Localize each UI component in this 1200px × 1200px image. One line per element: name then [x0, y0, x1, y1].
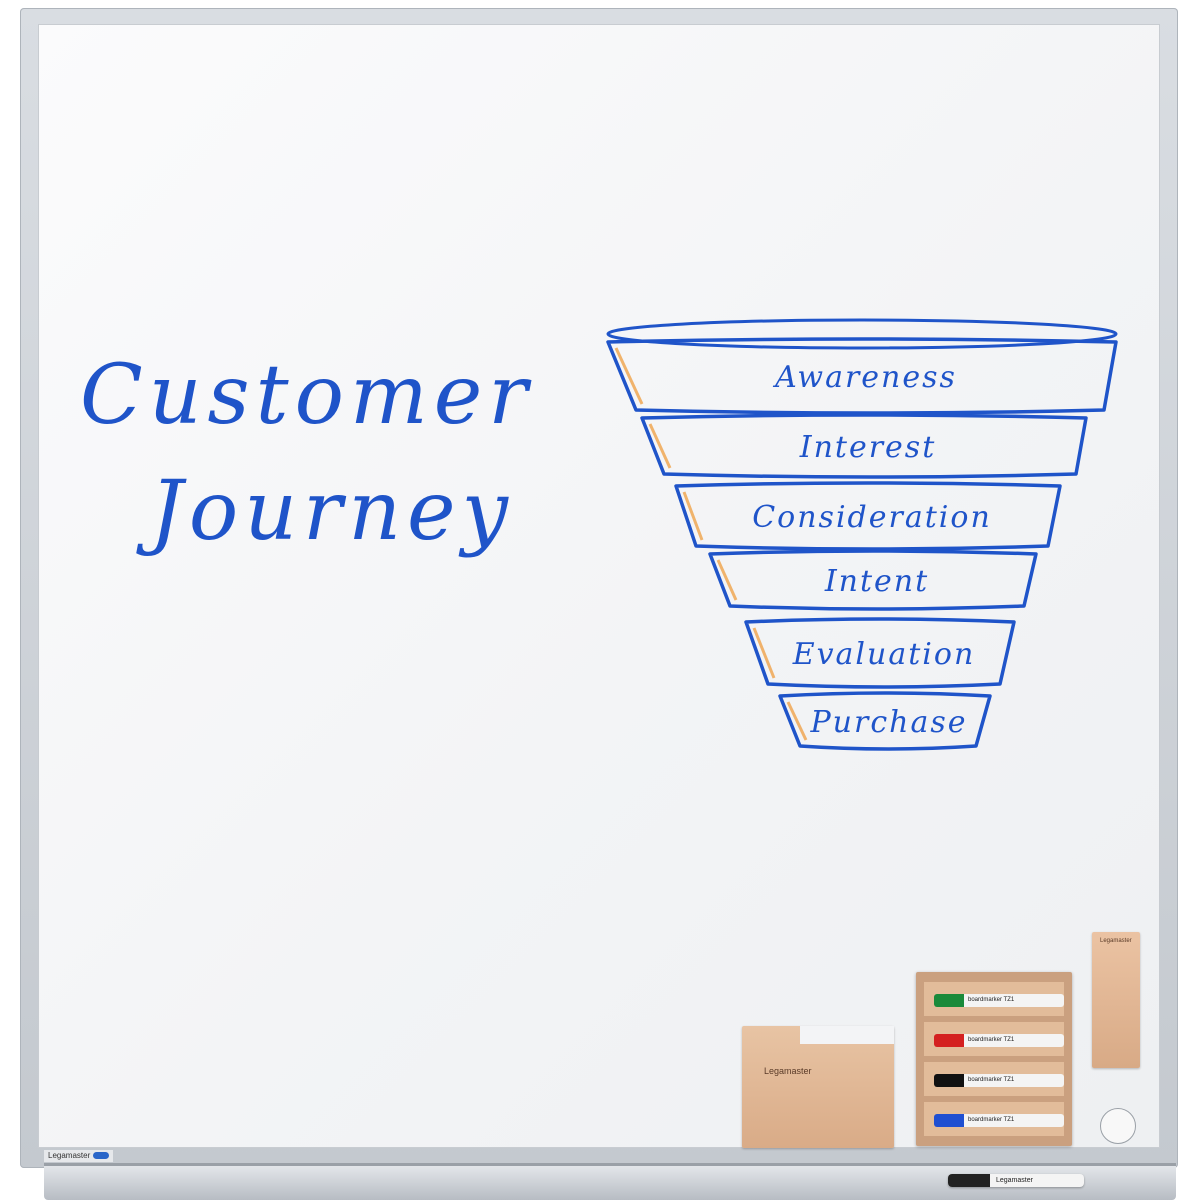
- funnel-band-awareness: [606, 337, 1118, 415]
- funnel-label-intent: Intent: [824, 564, 929, 599]
- marker-slot: boardmarker TZ1: [924, 1102, 1064, 1136]
- funnel-label-awareness: Awareness: [772, 360, 957, 395]
- board-marker: boardmarker TZ1: [934, 1114, 1064, 1127]
- eraser-pad-brand: Legamaster: [1100, 938, 1132, 944]
- title-line-1: Customer: [80, 348, 534, 443]
- marker-slot: boardmarker TZ1: [924, 1062, 1064, 1096]
- eraser-box-notch: [800, 1026, 894, 1044]
- eraser-box-brand: Legamaster: [764, 1066, 812, 1076]
- marker-cap: [934, 994, 964, 1007]
- funnel-highlight-consideration: [682, 491, 704, 541]
- eraser-box: Legamaster: [742, 1026, 894, 1148]
- funnel-band-consideration: [674, 481, 1062, 551]
- funnel-highlight-intent: [716, 559, 738, 601]
- board-marker: boardmarker TZ1: [934, 1074, 1064, 1087]
- brand-pill-icon: [93, 1152, 110, 1160]
- marker-cap: [934, 1034, 964, 1047]
- marker-label: boardmarker TZ1: [964, 1114, 1064, 1127]
- marker-slot: boardmarker TZ1: [924, 982, 1064, 1016]
- funnel-band-purchase: [778, 691, 992, 751]
- quality-seal-icon: [1100, 1108, 1136, 1144]
- funnel-label-interest: Interest: [799, 430, 937, 465]
- funnel-highlight-purchase: [786, 701, 808, 741]
- funnel-band-evaluation: [744, 617, 1016, 689]
- tray-marker-cap: [948, 1174, 990, 1187]
- funnel-label-purchase: Purchase: [809, 705, 967, 740]
- funnel-label-evaluation: Evaluation: [792, 637, 976, 672]
- tray-lip: [44, 1163, 1176, 1167]
- funnel-highlight-awareness: [614, 347, 644, 405]
- marker-cap: [934, 1074, 964, 1087]
- tray-marker-brand: Legamaster: [996, 1177, 1033, 1184]
- funnel-band-interest: [640, 413, 1088, 479]
- marker-label: boardmarker TZ1: [964, 994, 1064, 1007]
- whiteboard-surface: [38, 24, 1160, 1148]
- marker-holder: boardmarker TZ1 boardmarker TZ1 boardmarke…: [916, 972, 1072, 1146]
- marker-slot: boardmarker TZ1: [924, 1022, 1064, 1056]
- eraser-pad: Legamaster: [1092, 932, 1140, 1068]
- tray-marker: Legamaster: [948, 1174, 1084, 1187]
- board-marker: boardmarker TZ1: [934, 1034, 1064, 1047]
- frame-brand-label: Legamaster: [48, 1151, 91, 1160]
- title-line-2: Journey: [150, 464, 514, 559]
- marker-label: boardmarker TZ1: [964, 1034, 1064, 1047]
- marker-cap: [934, 1114, 964, 1127]
- marker-label: boardmarker TZ1: [964, 1074, 1064, 1087]
- funnel-band-intent: [708, 549, 1038, 611]
- funnel-highlight-interest: [648, 423, 672, 469]
- frame-brand-plate: Legamaster: [44, 1150, 114, 1162]
- funnel-rim: [606, 318, 1118, 350]
- board-marker: boardmarker TZ1: [934, 994, 1064, 1007]
- funnel-highlight-evaluation: [752, 627, 776, 679]
- funnel-label-consideration: Consideration: [752, 500, 992, 535]
